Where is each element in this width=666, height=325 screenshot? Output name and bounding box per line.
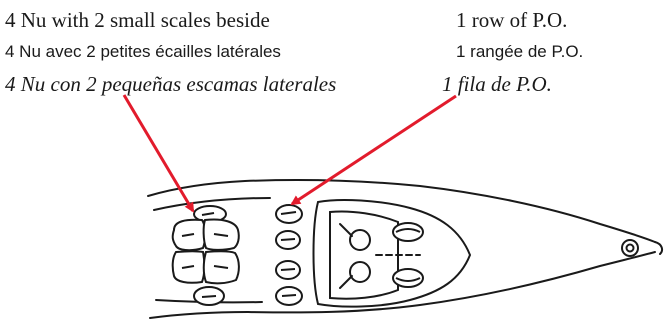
cranial-table-outline xyxy=(314,200,471,307)
postoccipital-scale-1 xyxy=(276,205,302,223)
supratemporal-fenestra-bottom xyxy=(350,262,370,282)
pointer-arrows xyxy=(124,95,456,211)
nuchal-scales xyxy=(173,206,239,305)
postoccipital-scales xyxy=(276,205,302,305)
cranial-table xyxy=(314,200,471,307)
snout-tip xyxy=(655,242,662,254)
supratemporal-fenestra-top xyxy=(350,230,370,250)
nostril-inner xyxy=(627,245,634,252)
nostril-outer xyxy=(622,240,638,256)
